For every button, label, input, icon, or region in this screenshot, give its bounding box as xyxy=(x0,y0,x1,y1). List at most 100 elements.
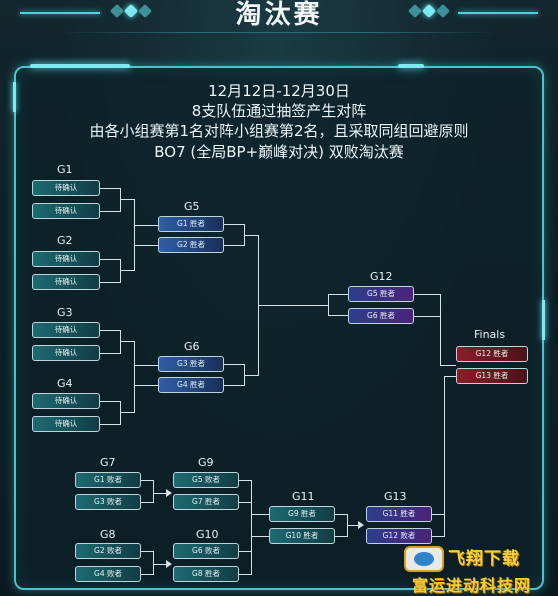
connector-line xyxy=(134,245,158,246)
connector-line xyxy=(153,480,154,503)
connector-line xyxy=(432,536,444,537)
watermark-title: 飞翔下载 xyxy=(448,549,520,569)
watermark-logo-mark xyxy=(414,552,434,566)
site-watermark: 飞翔下载 富运进动科技网 xyxy=(404,544,556,595)
match-slot-g8-b[interactable]: G4 败者 xyxy=(75,566,141,582)
info-draw: 8支队伍通过抽签产生对阵 xyxy=(191,102,367,120)
match-slot-g12-a[interactable]: G5 胜者 xyxy=(348,286,414,302)
connector-line xyxy=(141,502,153,503)
connector-line xyxy=(328,315,348,316)
match-slot-g9-b[interactable]: G7 胜者 xyxy=(173,494,239,510)
match-slot-g9-a[interactable]: G5 败者 xyxy=(173,472,239,488)
connector-line xyxy=(239,574,251,575)
match-label-g5: G5 xyxy=(184,200,200,213)
info-rule: 由各小组赛第1名对阵小组赛第2名，且采取同组回避原则 xyxy=(89,122,469,140)
match-label-g8: G8 xyxy=(100,528,116,541)
match-slot-g6-b[interactable]: G4 胜者 xyxy=(158,377,224,393)
connector-line xyxy=(153,564,167,565)
connector-line xyxy=(120,259,121,283)
match-label-g4: G4 xyxy=(57,377,73,390)
match-slot-g11-b[interactable]: G10 胜者 xyxy=(269,528,335,544)
match-slot-g5-b[interactable]: G2 胜者 xyxy=(158,237,224,253)
connector-line xyxy=(153,551,154,575)
match-label-g12: G12 xyxy=(370,270,393,283)
connector-line xyxy=(134,199,135,271)
match-slot-g2-b[interactable]: 待确认 xyxy=(32,274,100,290)
match-slot-g4-b[interactable]: 待确认 xyxy=(32,416,100,432)
hex-icon xyxy=(435,3,451,19)
connector-line xyxy=(134,385,158,386)
match-slot-g2-a[interactable]: 待确认 xyxy=(32,251,100,267)
connector-line xyxy=(440,365,456,366)
match-slot-g1-a[interactable]: 待确认 xyxy=(32,180,100,196)
match-slot-g1-b[interactable]: 待确认 xyxy=(32,203,100,219)
connector-line xyxy=(224,364,244,365)
connector-line xyxy=(444,376,445,537)
header-hex-right xyxy=(407,3,451,19)
connector-line xyxy=(251,491,252,565)
connector-line xyxy=(100,424,120,425)
connector-line xyxy=(120,270,134,271)
connector-line xyxy=(414,316,440,317)
connector-line xyxy=(251,536,269,537)
connector-line xyxy=(141,480,153,481)
connector-line xyxy=(120,330,121,354)
match-label-g1: G1 xyxy=(57,163,73,176)
connector-line xyxy=(347,525,359,526)
connector-line xyxy=(328,294,348,295)
panel-accent-left xyxy=(30,64,130,68)
match-slot-finals-b[interactable]: G13 胜者 xyxy=(456,368,528,384)
info-format: BO7 (全局BP+巅峰对决) 双败淘汰赛 xyxy=(154,143,404,161)
connector-line xyxy=(120,188,121,212)
connector-line xyxy=(100,211,120,212)
match-slot-g6-a[interactable]: G3 胜者 xyxy=(158,356,224,372)
match-slot-g5-a[interactable]: G1 胜者 xyxy=(158,216,224,232)
arrow-icon xyxy=(358,521,364,529)
page-title: 淘汰赛 xyxy=(235,0,323,30)
panel-accent-right xyxy=(398,64,424,68)
connector-line xyxy=(100,259,120,260)
match-slot-g13-a[interactable]: G11 胜者 xyxy=(366,506,432,522)
info-dates: 12月12日-12月30日 xyxy=(208,82,350,100)
match-slot-finals-a[interactable]: G12 胜者 xyxy=(456,346,528,362)
match-slot-g4-a[interactable]: 待确认 xyxy=(32,393,100,409)
connector-line xyxy=(100,188,120,189)
connector-line xyxy=(328,294,329,316)
connector-line xyxy=(224,385,244,386)
connector-line xyxy=(258,305,328,306)
connector-line xyxy=(239,480,251,481)
panel-accent-side-right xyxy=(542,300,545,340)
match-label-g2: G2 xyxy=(57,234,73,247)
hex-icon xyxy=(407,3,423,19)
match-slot-g7-a[interactable]: G1 败者 xyxy=(75,472,141,488)
connector-line xyxy=(224,245,244,246)
connector-line xyxy=(244,235,258,236)
connector-line xyxy=(100,353,120,354)
header-line-left xyxy=(20,12,100,14)
connector-line xyxy=(335,536,347,537)
match-slot-g7-b[interactable]: G3 败者 xyxy=(75,494,141,510)
match-slot-g8-a[interactable]: G2 败者 xyxy=(75,543,141,559)
connector-line xyxy=(100,330,120,331)
watermark-logo-icon xyxy=(404,546,444,572)
connector-line xyxy=(239,502,251,503)
match-label-g13: G13 xyxy=(384,490,407,503)
connector-line xyxy=(440,305,441,365)
header-divider xyxy=(60,32,498,33)
connector-line xyxy=(414,294,440,295)
match-label-g3: G3 xyxy=(57,306,73,319)
connector-line xyxy=(100,282,120,283)
panel-accent-side-left xyxy=(13,82,16,112)
match-slot-g10-b[interactable]: G8 胜者 xyxy=(173,566,239,582)
match-slot-g12-b[interactable]: G6 胜者 xyxy=(348,308,414,324)
match-slot-g3-a[interactable]: 待确认 xyxy=(32,322,100,338)
match-slot-g11-a[interactable]: G9 胜者 xyxy=(269,506,335,522)
connector-line xyxy=(244,375,258,376)
connector-line xyxy=(153,493,167,494)
match-slot-g3-b[interactable]: 待确认 xyxy=(32,345,100,361)
match-slot-g10-a[interactable]: G6 败者 xyxy=(173,543,239,559)
connector-line xyxy=(120,412,134,413)
match-slot-g13-b[interactable]: G12 败者 xyxy=(366,528,432,544)
connector-line xyxy=(432,514,444,515)
match-label-g6: G6 xyxy=(184,340,200,353)
